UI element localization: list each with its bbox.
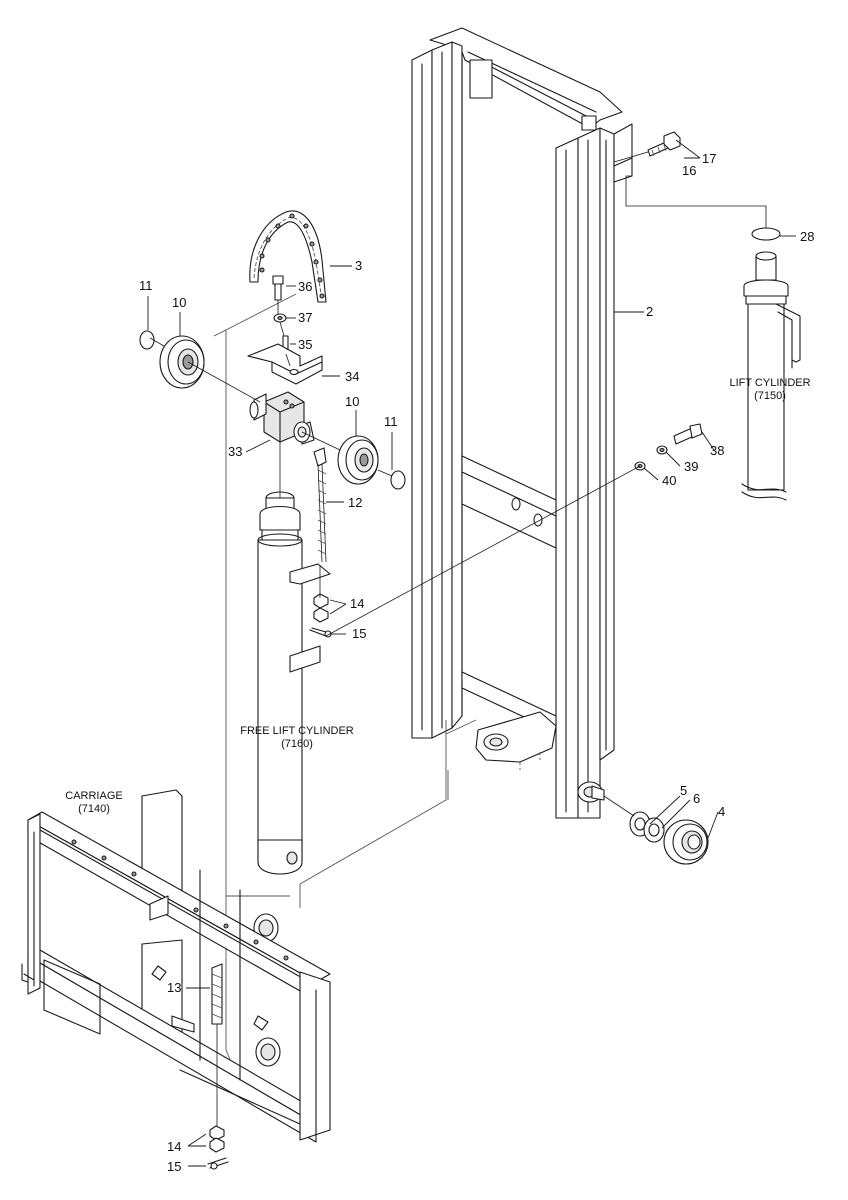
callout-39: 39 [684,459,698,474]
callout-11-right: 11 [384,414,398,429]
sheave-assembly [139,275,406,638]
callout-33: 33 [228,444,242,459]
callout-16: 16 [682,163,696,178]
callout-36: 36 [298,279,312,294]
free-lift-cylinder [257,491,331,875]
free-lift-cylinder-label: FREE LIFT CYLINDER [240,725,354,737]
lift-cylinder-label: LIFT CYLINDER [729,377,810,389]
component-labels: LIFT CYLINDER (7150) FREE LIFT CYLINDER … [65,377,810,815]
inner-mast [411,27,633,819]
callout-2: 2 [646,304,653,319]
callout-10-left: 10 [172,295,186,310]
callout-40: 40 [662,473,676,488]
callout-5: 5 [680,783,687,798]
callout-10-right: 10 [345,394,359,409]
carriage [21,789,331,1170]
callout-37: 37 [298,310,312,325]
free-lift-cylinder-code: (7160) [281,738,313,750]
callout-14-upper: 14 [350,596,364,611]
callout-35: 35 [298,337,312,352]
callout-13: 13 [167,980,181,995]
callout-3: 3 [355,258,362,273]
carriage-label: CARRIAGE [65,790,122,802]
callout-numbers: 2 3 36 37 35 34 33 11 10 10 11 12 14 15 … [139,151,814,1174]
callout-34: 34 [345,369,359,384]
callout-17: 17 [702,151,716,166]
callout-4: 4 [718,804,725,819]
carriage-code: (7140) [78,803,110,815]
callout-11-left: 11 [139,278,153,293]
outer-mast-outline [213,293,477,1067]
callout-14-lower: 14 [167,1139,181,1154]
callout-15-upper: 15 [352,626,366,641]
callout-28: 28 [800,229,814,244]
callout-12: 12 [348,495,362,510]
lift-chain [249,210,327,303]
leader-lines [147,139,796,1167]
callout-38: 38 [710,443,724,458]
callout-15-lower: 15 [167,1159,181,1174]
lift-cylinder-code: (7150) [754,390,786,402]
callout-6: 6 [693,791,700,806]
lift-cylinder [741,228,801,501]
